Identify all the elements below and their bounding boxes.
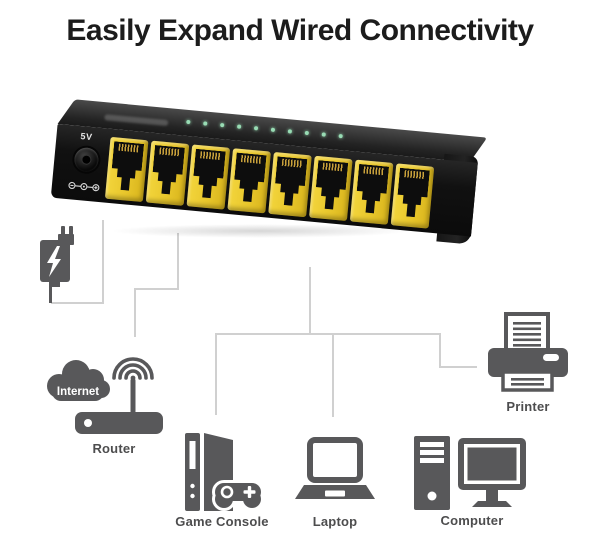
router-line-drop <box>134 288 136 337</box>
rj45-port <box>349 159 394 225</box>
dc-jack-pin-hole <box>82 155 91 165</box>
page-title: Easily Expand Wired Connectivity <box>66 14 534 47</box>
internet-cloud-icon: Internet <box>47 360 110 401</box>
rj45-port <box>390 163 435 229</box>
switch-shadow <box>110 224 410 238</box>
game-console-icon <box>185 433 264 511</box>
game-console-drop-line <box>215 333 217 415</box>
led-indicator <box>203 121 208 126</box>
rj45-port <box>186 144 231 210</box>
power-line-vertical <box>102 220 104 304</box>
led-indicator <box>270 127 276 132</box>
rj45-port <box>309 155 353 222</box>
dc-power-jack <box>73 146 100 173</box>
polarity-icon <box>68 181 100 192</box>
led-indicator <box>236 124 242 129</box>
router-line-jog <box>135 288 179 290</box>
led-indicator <box>321 132 326 137</box>
computer-icon <box>414 436 526 510</box>
printer-drop-line <box>439 333 441 368</box>
trunk-line <box>309 267 311 335</box>
printer-icon <box>488 312 568 392</box>
router-label: Router <box>92 441 136 456</box>
rj45-port <box>227 148 271 214</box>
game-console-label: Game Console <box>175 514 269 529</box>
led-indicator <box>220 122 225 128</box>
internet-label: Internet <box>57 386 99 398</box>
laptop-label: Laptop <box>312 514 358 529</box>
rj45-port <box>104 136 149 203</box>
bus-line <box>215 333 441 335</box>
power-port-label: 5V <box>80 131 93 143</box>
adapter-cord <box>49 286 52 303</box>
led-indicator <box>287 129 293 134</box>
led-indicator <box>186 119 191 125</box>
rj45-port <box>145 140 190 206</box>
rj45-port <box>268 151 312 218</box>
ethernet-switch: 5V <box>50 98 488 249</box>
led-indicator <box>304 130 310 136</box>
router-icon <box>75 357 163 434</box>
led-indicator <box>253 126 259 131</box>
router-line-vertical <box>177 233 179 290</box>
computer-label: Computer <box>440 513 504 528</box>
printer-branch-line <box>439 366 477 368</box>
laptop-icon <box>295 437 375 499</box>
power-line-horizontal <box>51 302 104 304</box>
led-indicator <box>338 133 343 139</box>
switch-front-face: 5V <box>50 123 478 237</box>
power-adapter-icon <box>40 226 74 287</box>
laptop-drop-line <box>332 333 334 417</box>
printer-label: Printer <box>506 399 550 414</box>
